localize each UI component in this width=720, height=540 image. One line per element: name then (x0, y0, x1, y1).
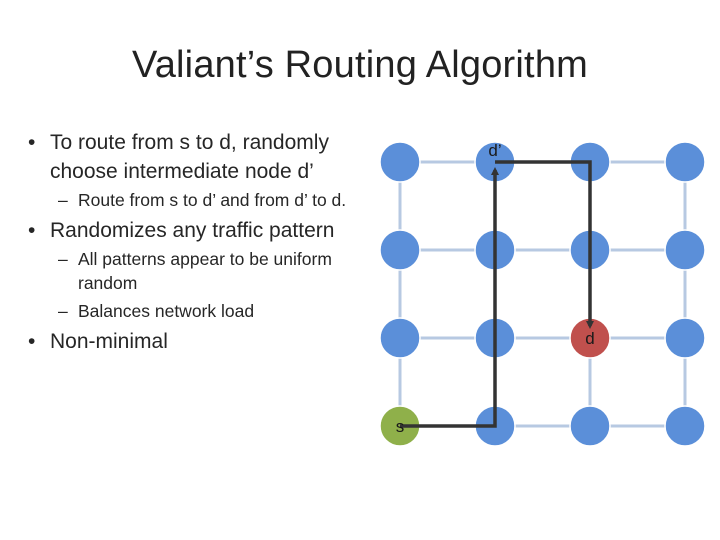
bullet-non-minimal: Non-minimal (26, 327, 356, 356)
slide-title: Valiant’s Routing Algorithm (131, 44, 589, 86)
route-path-intermediate-to-destination (495, 160, 594, 329)
route-path-source-to-intermediate (400, 167, 499, 428)
mesh-node (664, 229, 706, 271)
mesh-node (664, 317, 706, 359)
mesh-node (379, 141, 421, 183)
bullet-randomizes-traffic: Randomizes any traffic pattern (26, 216, 356, 245)
sub-bullet-uniform-random: All patterns appear to be uniform random (26, 247, 356, 295)
mesh-node (664, 141, 706, 183)
mesh-node (379, 229, 421, 271)
mesh-node (569, 405, 611, 447)
bullet-route-random: To route from s to d, randomly choose in… (26, 128, 356, 186)
mesh-network-diagram: s d’ d (360, 115, 720, 455)
bullet-list: To route from s to d, randomly choose in… (26, 128, 356, 358)
destination-node-label: d (585, 329, 594, 348)
intermediate-node-label: d’ (488, 141, 501, 160)
sub-bullet-balances-load: Balances network load (26, 299, 356, 323)
mesh-node (664, 405, 706, 447)
mesh-node (379, 317, 421, 359)
mesh-svg: s d’ d (379, 141, 706, 447)
sub-bullet-route-steps: Route from s to d’ and from d’ to d. (26, 188, 356, 212)
source-node-label: s (396, 417, 405, 436)
